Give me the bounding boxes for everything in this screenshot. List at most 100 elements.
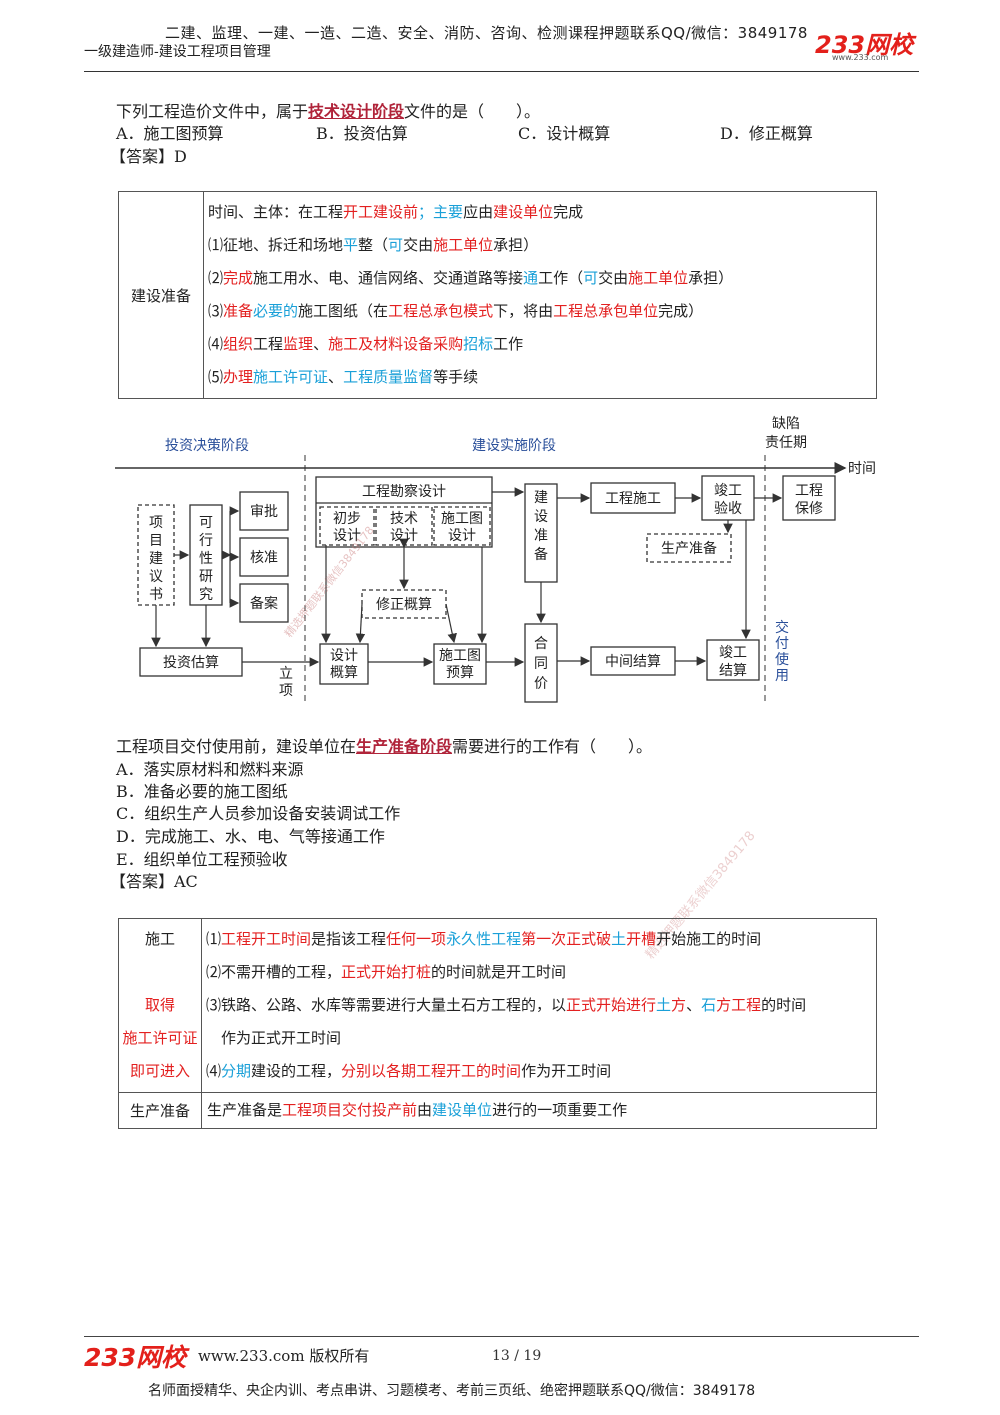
construction-prep-label: 建设准备	[118, 191, 204, 399]
q1-stem-key: 技术设计阶段	[308, 102, 405, 121]
phase-decision-label: 投资决策阶段	[165, 437, 249, 454]
q2-option-b: B．准备必要的施工图纸	[116, 782, 288, 801]
q2-stem-text: 工程项目交付使用前，建设单位在	[116, 737, 357, 756]
final-settlement-a: 竣工	[719, 645, 747, 661]
verify-label: 核准	[250, 550, 278, 566]
construction-prep-table: 建设准备 时间、主体：在工程开工建设前；主要应由建设单位完成⑴征地、拆迁和场地平…	[118, 191, 877, 399]
start-label-line: 即可进入	[129, 1062, 190, 1080]
start-time-item-seg: 正式开始进行	[566, 996, 657, 1014]
production-prep-box	[646, 533, 732, 563]
start-time-item-seg: 第一次	[521, 930, 567, 948]
start-label-line: 施工许可证	[122, 1029, 198, 1047]
start-label-cell: 施工取得施工许可证即可进入	[118, 918, 202, 1093]
construction-prep-item-seg: 施工图纸（在	[298, 302, 389, 320]
brand-logo: 233网校	[815, 31, 914, 59]
proposal-char-2: 目	[149, 533, 163, 549]
production-prep-content-cell: 生产准备是工程项目交付投产前由建设单位进行的一项重要工作	[201, 1092, 877, 1129]
construction-prep-item-seg: 应由	[463, 203, 494, 221]
brand-logo-url: www.233.com	[832, 53, 889, 62]
construction-prep-item-seg: 工程总承包单位	[553, 302, 659, 320]
construction-prep-item-seg: 建设单位	[493, 203, 554, 221]
start-time-item-seg: ⑴	[206, 930, 222, 948]
q2-stem-key: 生产准备阶段	[356, 737, 453, 756]
construction-prep-item-seg: 施工用水、电、通信网络、交通道路等接	[253, 269, 524, 287]
construction-prep-item-seg: ⑴征地、拆迁和场地	[208, 236, 344, 254]
start-time-item-seg: 分期	[221, 1062, 252, 1080]
construction-prep-item-seg: 开工建设前	[343, 203, 419, 221]
start-time-item-seg: 开槽	[626, 930, 657, 948]
tech-design-a: 技术	[390, 511, 418, 527]
start-time-item-seg: 方	[671, 996, 687, 1014]
q1-option-a: A．施工图预算	[116, 124, 224, 143]
process-flow-diagram: 投资决策阶段 建设实施阶段 缺陷 责任期 时间	[110, 410, 890, 710]
prep-char-4: 备	[534, 546, 548, 563]
construction-prep-item-seg: 工作（	[538, 269, 584, 287]
drawing-budget-box	[433, 643, 487, 685]
question-1-stem: 下列工程造价文件中，属于技术设计阶段文件的是（ ）。	[116, 98, 540, 122]
start-time-item-seg: 作为正式开工时间	[206, 1029, 342, 1047]
delivery-char-4: 用	[775, 668, 789, 684]
construction-prep-item-seg: 平	[343, 236, 359, 254]
drawing-design-a: 施工图	[441, 511, 483, 527]
q2-option-e: E．组织单位工程预验收	[116, 850, 288, 869]
warranty-a: 工程	[795, 483, 823, 499]
construction-prep-item-seg: 完成	[223, 269, 254, 287]
feasibility-char-1: 可	[199, 515, 213, 531]
start-time-item-seg: 分别以各期工程开工的时间	[341, 1062, 522, 1080]
prep-char-2: 设	[534, 509, 548, 525]
survey-design-label: 工程勘察设计	[362, 483, 446, 500]
prep-char-3: 准	[534, 528, 548, 544]
construction-prep-content: 时间、主体：在工程开工建设前；主要应由建设单位完成⑴征地、拆迁和场地平整（可交由…	[203, 191, 877, 399]
construction-prep-item: ⑶准备必要的施工图纸（在工程总承包模式下，将由工程总承包单位完成）	[204, 295, 876, 328]
construction-prep-item-seg: ⑸	[208, 368, 224, 386]
revised-estimate-label: 修正概算	[376, 597, 432, 613]
start-label-line	[119, 956, 201, 989]
warranty-box	[782, 475, 836, 521]
contract-price-box	[524, 623, 558, 703]
drawing-budget-a: 施工图	[439, 648, 481, 664]
production-prep-label-cell: 生产准备	[118, 1092, 202, 1129]
construction-prep-item-seg: 工程质量监督	[343, 368, 434, 386]
start-time-item-seg: 土	[656, 996, 672, 1014]
delivery-char-3: 使	[775, 651, 789, 668]
phase-warranty-label-a: 缺陷	[772, 416, 800, 432]
start-time-item-seg: 建设的工程，	[251, 1062, 342, 1080]
phase-implement-label: 建设实施阶段	[472, 438, 556, 454]
final-settlement-b: 结算	[719, 663, 747, 679]
start-time-item: ⑵不需开槽的工程，正式开始打桩的时间就是开工时间	[202, 956, 876, 989]
contract-char-1: 合	[534, 636, 548, 652]
construction-prep-item-seg: 组织	[223, 335, 254, 353]
footer-logo: 233网校	[84, 1343, 187, 1372]
start-time-item: ⑶铁路、公路、水库等需要进行大量土石方工程的，以正式开始进行土方、石方工程的时间	[202, 989, 876, 1022]
start-label-line: 施工	[144, 930, 175, 948]
construction-prep-item-seg: 工程总承包模式	[388, 302, 494, 320]
q1-answer: 【答案】D	[110, 147, 187, 166]
lixiang-a: 立	[279, 666, 293, 682]
tech-design-b: 设计	[390, 528, 418, 544]
construction-prep-item-seg: 完成）	[658, 302, 704, 320]
start-time-item-seg: ⑷	[206, 1062, 222, 1080]
q1-stem-end: 文件的是（ ）。	[404, 102, 541, 121]
q1-option-d: D．修正概算	[720, 124, 813, 143]
construction-prep-item-seg: 主要	[433, 203, 464, 221]
construction-prep-item-seg: 时间、主体：在工程	[208, 203, 344, 221]
prelim-design-b: 设计	[333, 528, 361, 544]
q1-option-c: C．设计概算	[518, 124, 611, 143]
start-time-item: 作为正式开工时间	[202, 1022, 876, 1055]
construction-prep-item-seg: 招标	[463, 335, 494, 353]
drawing-design-b: 设计	[448, 528, 476, 544]
start-time-item: ⑴工程开工时间是指该工程任何一项永久性工程第一次正式破土开槽开始施工的时间	[202, 923, 876, 956]
footer-site: www.233.com 版权所有	[198, 1347, 370, 1365]
lixiang-b: 项	[279, 683, 293, 699]
start-time-item-seg: 正式开始打桩	[341, 963, 432, 981]
start-label-line: 取得	[144, 996, 175, 1014]
production-prep-label: 生产准备	[661, 540, 717, 557]
start-time-item-seg: 方工程	[716, 996, 762, 1014]
start-time-item-seg: ⑶铁路、公路、水库等需要进行大量土石方工程的，以	[206, 996, 567, 1014]
q1-stem-text: 下列工程造价文件中，属于	[116, 102, 309, 121]
construction-prep-item-seg: 交由	[598, 269, 629, 287]
q1-option-b: B．投资估算	[316, 124, 408, 143]
estimate-label: 投资估算	[163, 655, 219, 671]
start-time-item-seg: 正式	[566, 930, 597, 948]
prelim-design-a: 初步	[333, 510, 361, 527]
